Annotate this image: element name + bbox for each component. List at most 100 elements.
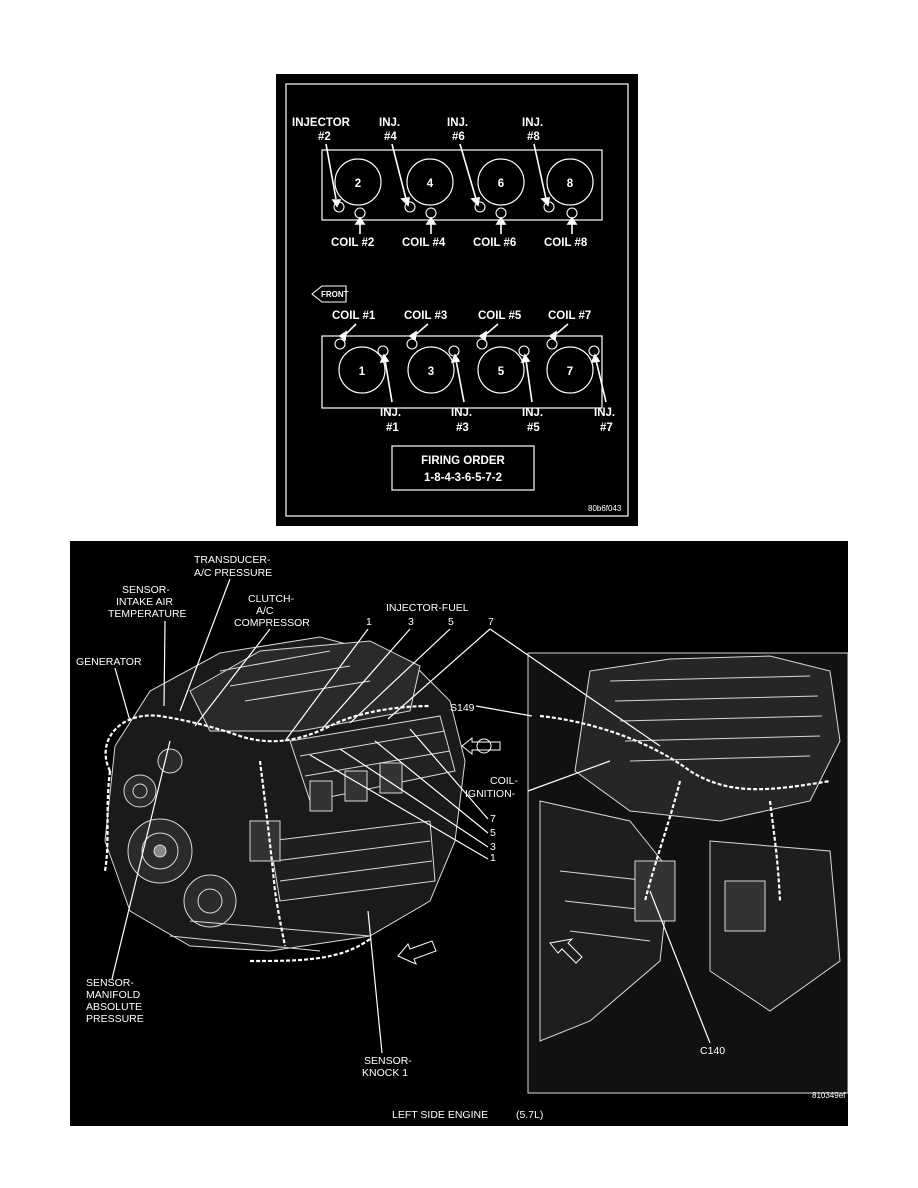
bottom-bank-block	[321, 335, 603, 409]
cylinder-8-circle	[546, 158, 594, 206]
left-engine-illustration	[104, 636, 466, 952]
top-coil-arrows	[354, 216, 578, 234]
coil-label-8: COIL #8	[544, 237, 588, 249]
coil-label-3: COIL #3	[404, 310, 447, 322]
firing-order-sequence: 1-8-4-3-6-5-7-2	[424, 472, 502, 484]
sensor-map-line3: ABSOLUTE	[86, 1001, 142, 1013]
injector-label-3-line2: #3	[456, 422, 469, 434]
injector-label-2-line1: INJECTOR	[292, 117, 351, 129]
injector-fuel-label: INJECTOR-FUEL	[386, 602, 469, 614]
top-injector-ports	[333, 201, 578, 219]
front-arrow-left-icon	[397, 940, 437, 965]
coil-label-1: COIL #1	[332, 310, 376, 322]
clutch-line3: COMPRESSOR	[234, 617, 310, 629]
sensor-iat-label: SENSOR- INTAKE AIR TEMPERATURE	[108, 584, 187, 620]
top-injector-labels: INJECTOR #2 INJ. #4 INJ. #6 INJ. #8	[292, 117, 543, 143]
coil-ignition-line2: IGNITION-	[465, 788, 516, 800]
injector-label-8-line2: #8	[527, 131, 540, 143]
coil-label-2: COIL #2	[331, 237, 374, 249]
coil-number-7: 7	[490, 813, 496, 825]
firing-order-panel: INJECTOR #2 INJ. #4 INJ. #6 INJ. #8 2 4 …	[276, 74, 638, 526]
bottom-coil-arrows	[338, 323, 569, 342]
sensor-iat-line2: INTAKE AIR	[116, 596, 173, 608]
injector-label-5-line1: INJ.	[522, 407, 543, 419]
injector-numbers: 1 3 5 7	[366, 616, 494, 628]
inner-border	[285, 83, 629, 517]
clutch-line2: A/C	[256, 605, 274, 617]
injector-label-4-line1: INJ.	[379, 117, 400, 129]
injector-label-7-line2: #7	[600, 422, 613, 434]
cylinder-5-circle	[477, 346, 525, 394]
injector-label-6-line1: INJ.	[447, 117, 468, 129]
top-coil-labels: COIL #2 COIL #4 COIL #6 COIL #8	[331, 237, 588, 249]
sensor-map-line4: PRESSURE	[86, 1013, 144, 1025]
cylinder-2-circle	[334, 158, 382, 206]
coil-label-7: COIL #7	[548, 310, 591, 322]
engine-panel: TRANSDUCER- A/C PRESSURE SENSOR- INTAKE …	[70, 541, 848, 1126]
direction-arrow-icon	[461, 736, 501, 756]
injector-label-7-line1: INJ.	[594, 407, 615, 419]
cylinder-2-number: 2	[355, 178, 361, 190]
coil-label-6: COIL #6	[473, 237, 516, 249]
injector-number-7: 7	[488, 616, 494, 628]
bottom-coil-labels: COIL #1 COIL #3 COIL #5 COIL #7	[332, 310, 591, 322]
sensor-knock-line2: KNOCK 1	[362, 1067, 408, 1079]
injector-number-1: 1	[366, 616, 372, 628]
injector-number-3: 3	[408, 616, 414, 628]
injector-label-2-line2: #2	[318, 131, 331, 143]
bottom-injector-labels: INJ. #1 INJ. #3 INJ. #5 INJ. #7	[380, 407, 615, 434]
cylinder-7-number: 7	[567, 366, 573, 378]
injector-label-3-line1: INJ.	[451, 407, 472, 419]
top-bank-cylinders: 2 4 6 8	[334, 158, 594, 206]
leader-lines	[111, 578, 711, 1054]
cylinder-1-circle	[338, 346, 386, 394]
top-injector-arrows	[325, 143, 550, 208]
sensor-knock-label: SENSOR- KNOCK 1	[362, 1055, 412, 1079]
coil-number-5: 5	[490, 827, 496, 839]
transducer-label: TRANSDUCER- A/C PRESSURE	[194, 554, 272, 579]
cylinder-4-circle	[406, 158, 454, 206]
sensor-map-line2: MANIFOLD	[86, 989, 141, 1001]
transducer-line1: TRANSDUCER-	[194, 554, 271, 566]
firing-order-title: FIRING ORDER	[421, 455, 505, 467]
transducer-line2: A/C PRESSURE	[194, 567, 272, 579]
c140-label: C140	[700, 1045, 725, 1057]
coil-numbers: 7 5 3 1	[490, 813, 496, 864]
injector-label-5-line2: #5	[527, 422, 540, 434]
front-arrow-right-icon	[549, 938, 583, 964]
firing-order-svg: INJECTOR #2 INJ. #4 INJ. #6 INJ. #8 2 4 …	[285, 83, 629, 517]
sensor-map-label: SENSOR- MANIFOLD ABSOLUTE PRESSURE	[86, 977, 144, 1025]
cylinder-3-number: 3	[428, 366, 434, 378]
clutch-line1: CLUTCH-	[248, 593, 295, 605]
clutch-label: CLUTCH- A/C COMPRESSOR	[234, 593, 310, 629]
bottom-ports	[334, 338, 600, 357]
right-harness	[539, 714, 831, 902]
injector-label-1-line2: #1	[386, 422, 399, 434]
firing-order-box	[391, 445, 535, 491]
left-harness	[103, 704, 431, 963]
injector-number-5: 5	[448, 616, 454, 628]
coil-number-1: 1	[490, 852, 496, 864]
cylinder-5-number: 5	[498, 366, 505, 378]
injector-label-6-line2: #6	[452, 131, 465, 143]
bottom-bank-cylinders: 1 3 5 7	[338, 346, 594, 394]
coil-label-5: COIL #5	[478, 310, 522, 322]
engine-caption: LEFT SIDE ENGINE	[392, 1109, 488, 1121]
generator-label: GENERATOR	[76, 656, 142, 668]
cylinder-7-circle	[546, 346, 594, 394]
cylinder-6-number: 6	[498, 178, 504, 190]
sensor-iat-line3: TEMPERATURE	[108, 608, 187, 620]
injector-label-8-line1: INJ.	[522, 117, 543, 129]
sensor-map-line1: SENSOR-	[86, 977, 134, 989]
sensor-knock-line1: SENSOR-	[364, 1055, 412, 1067]
firing-figure-code: 80b6f043	[588, 504, 622, 513]
engine-caption-variant: (5.7L)	[516, 1109, 543, 1121]
coil-ignition-label: COIL- IGNITION-	[465, 775, 519, 800]
s149-label: S149	[450, 702, 475, 714]
cylinder-3-circle	[407, 346, 455, 394]
cylinder-8-number: 8	[567, 178, 574, 190]
coil-number-3: 3	[490, 841, 496, 853]
cylinder-1-number: 1	[359, 366, 366, 378]
sensor-iat-line1: SENSOR-	[122, 584, 170, 596]
coil-label-4: COIL #4	[402, 237, 446, 249]
